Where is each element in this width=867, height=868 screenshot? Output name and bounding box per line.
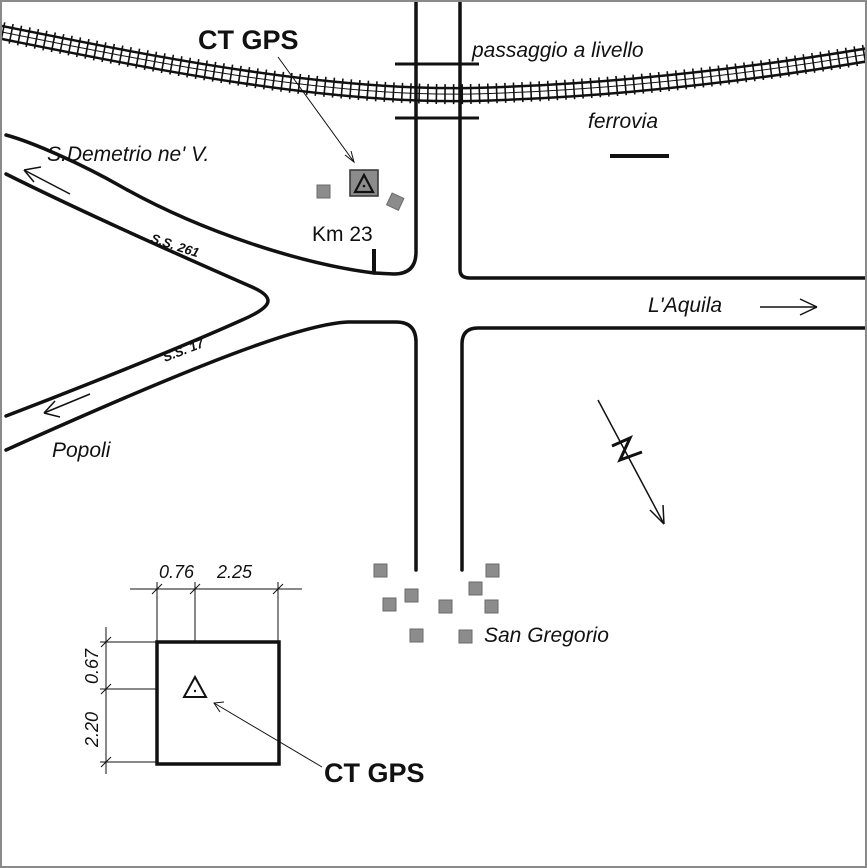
road-ss17-lower-edge <box>4 320 418 572</box>
dimension-label-h2: 2.25 <box>216 562 253 582</box>
s-demetrio-label: S.Demetrio ne' V. <box>47 143 209 166</box>
ct-gps-label-bottom: CT GPS <box>324 758 425 788</box>
building <box>409 628 424 643</box>
dimension-label-v2: 2.20 <box>82 712 102 748</box>
arrow-icon <box>23 166 818 418</box>
road-main-west-edge-north <box>372 2 418 276</box>
triangle-marker-icon <box>353 172 375 194</box>
san-gregorio-label: San Gregorio <box>484 624 609 647</box>
north-arrow-icon <box>597 399 665 525</box>
detail-inset <box>155 640 323 768</box>
dimension-label-h1: 0.76 <box>159 562 195 582</box>
railway-label: ferrovia <box>588 110 658 133</box>
building <box>385 192 405 211</box>
building <box>316 184 331 199</box>
ct-gps-station <box>349 169 379 197</box>
building <box>373 563 388 578</box>
road-main-east-edge-north <box>458 2 865 280</box>
building <box>458 629 473 644</box>
building <box>438 599 453 614</box>
popoli-label: Popoli <box>52 439 112 462</box>
building <box>485 563 500 578</box>
building <box>484 599 499 614</box>
ct-gps-top-leader <box>277 56 355 164</box>
level-crossing-label: passaggio a livello <box>471 39 644 62</box>
km23-label: Km 23 <box>312 223 373 246</box>
ss17-label: S.S. 17 <box>161 335 207 365</box>
building <box>382 597 397 612</box>
triangle-marker-icon <box>182 674 208 698</box>
buildings <box>316 184 500 644</box>
dimension-label-v1: 0.67 <box>82 648 102 684</box>
building <box>468 581 483 596</box>
building <box>404 588 419 603</box>
laquila-label: L'Aquila <box>648 294 722 317</box>
dimension-lines <box>100 582 302 774</box>
road-main-east-edge-south <box>460 326 865 572</box>
level-crossing <box>395 62 479 120</box>
roads <box>4 2 865 572</box>
ss261-label: S.S. 261 <box>149 231 201 261</box>
railway <box>2 22 865 105</box>
road-wedge-edge <box>4 172 270 418</box>
road-ss261-upper-edge <box>4 133 376 275</box>
ct-gps-label-top: CT GPS <box>198 25 299 55</box>
